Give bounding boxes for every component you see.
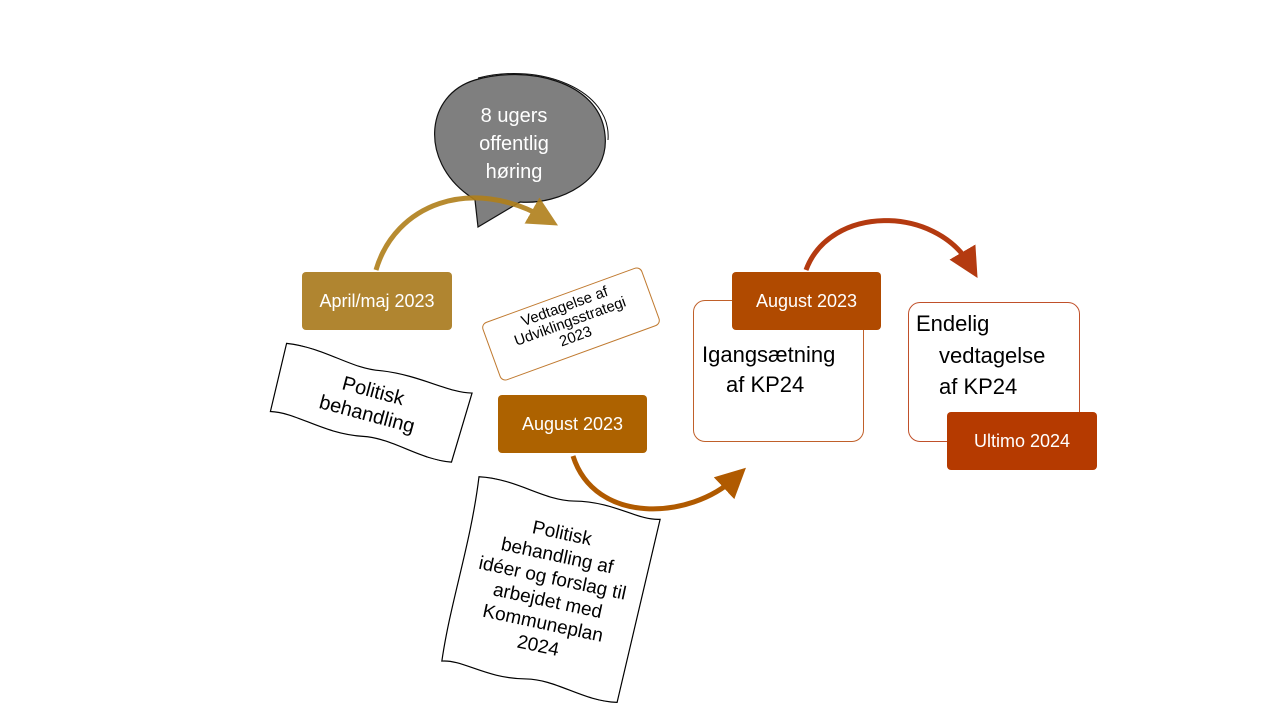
ultimo-2024-box: Ultimo 2024: [947, 412, 1097, 470]
arrow-august-to-igangsaetning: [570, 455, 746, 512]
august-2023-box-2: August 2023: [732, 272, 881, 330]
august-2023-box-1: August 2023: [498, 395, 647, 453]
box-line: Igangsætning: [702, 342, 836, 367]
box-line: Endelig: [916, 311, 990, 336]
box-label: August 2023: [755, 290, 858, 311]
bubble-text: 8 ugers offentlig høring: [455, 102, 573, 186]
box-label: April/maj 2023: [319, 290, 435, 311]
april-maj-2023-box: April/maj 2023: [302, 272, 452, 330]
arrow-august-to-endelig: [803, 218, 978, 278]
arrow-april-to-vedtagelse: [373, 195, 559, 271]
box-line: af KP24: [939, 374, 1018, 399]
box-label: Ultimo 2024: [973, 430, 1071, 451]
bubble-line: 8 ugers: [480, 105, 548, 127]
bubble-line: offentlig: [479, 133, 549, 155]
wavy-border: [269, 342, 473, 463]
wavy-border: [441, 476, 661, 704]
box-label: August 2023: [521, 413, 624, 434]
bubble-line: høring: [485, 161, 543, 183]
speech-bubble: [434, 73, 609, 228]
box-line: vedtagelse: [939, 343, 1046, 368]
politisk-behandling-ideer-note: Politisk behandling af idéer og forslag …: [437, 474, 664, 705]
box-line: af KP24: [726, 372, 805, 397]
